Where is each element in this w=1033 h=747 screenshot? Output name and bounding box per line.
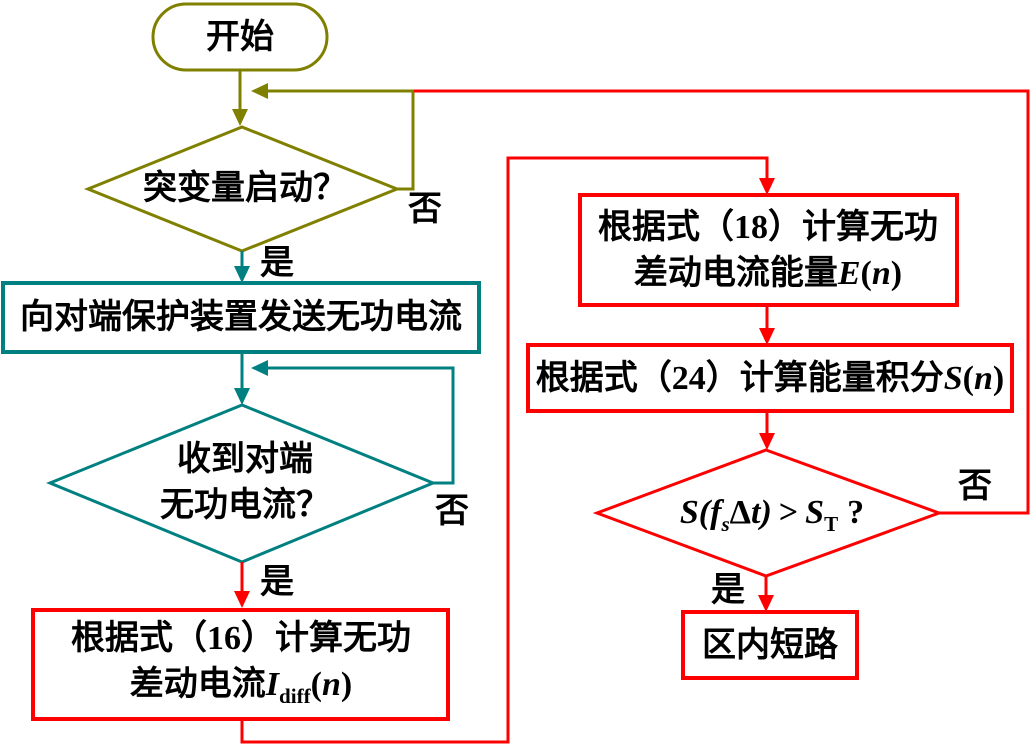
arrowhead-into-calc16-box xyxy=(234,591,250,608)
calc16-paren-close: ) xyxy=(340,666,353,703)
edge-calc16-to-calc18 xyxy=(240,156,769,744)
calc24-box xyxy=(526,343,1014,413)
threshold-var-s2: S xyxy=(805,494,825,532)
arrowhead-into-send-box xyxy=(234,266,250,283)
calc16-paren-open: ( xyxy=(310,666,322,703)
receive-decision-line2: 无功电流？ xyxy=(160,487,330,524)
calc18-paren-close: ) xyxy=(890,255,903,292)
calc24-label: 根据式（24）计算能量积分S(n) xyxy=(536,356,1005,402)
threshold-var-f: f xyxy=(710,494,722,532)
calc16-variable: I xyxy=(265,666,280,703)
calc18-paren-open: ( xyxy=(860,255,872,292)
calc16-line2-text: 差动电流 xyxy=(129,666,266,703)
startup-yes-label: 是 xyxy=(260,245,294,283)
arrowhead-into-threshold-diamond xyxy=(759,433,775,450)
startup-decision-label: 突变量启动？ xyxy=(143,170,347,208)
calc16-line1: 根据式（16）计算无功 xyxy=(71,620,411,658)
edge-startup-no-loop xyxy=(257,89,415,191)
threshold-gt-operator: > xyxy=(778,494,799,532)
calc24-paren-close: ) xyxy=(992,360,1005,398)
calc18-line2-text: 差动电流能量 xyxy=(633,255,838,292)
inzone-fault-box xyxy=(681,610,859,680)
calc18-label: 根据式（18）计算无功 差动电流能量E(n) xyxy=(598,205,938,297)
calc16-variable-subscript: diff xyxy=(279,683,311,708)
threshold-paren-close: ) xyxy=(760,494,772,532)
calc24-argument: n xyxy=(974,360,993,398)
edge-receive-no-loop xyxy=(257,366,455,485)
receive-no-label: 否 xyxy=(435,493,469,531)
startup-no-label: 否 xyxy=(408,191,442,229)
arrowhead-into-inzone-box xyxy=(758,595,774,612)
receive-decision-label: 收到对端 无功电流？ xyxy=(160,437,330,529)
arrowhead-into-startup-diamond xyxy=(232,109,248,126)
calc24-paren-open: ( xyxy=(962,360,974,398)
calc18-argument: n xyxy=(871,255,891,292)
calc16-label: 根据式（16）计算无功 差动电流Idiff(n) xyxy=(71,616,411,708)
start-label: 开始 xyxy=(206,19,274,57)
threshold-decision-label: S(fsΔt)>ST? xyxy=(680,490,864,536)
threshold-s2-subscript: T xyxy=(824,511,839,536)
arrowhead-into-receive-diamond xyxy=(234,388,250,405)
edge-threshold-no-return xyxy=(414,89,1030,515)
calc18-line2: 差动电流能量E(n) xyxy=(598,251,938,297)
arrowhead-no-loop-left xyxy=(251,83,268,99)
inzone-fault-label: 区内短路 xyxy=(702,627,838,665)
calc24-text: 根据式（24）计算能量积分 xyxy=(535,360,944,398)
calc16-line2: 差动电流Idiff(n) xyxy=(71,662,411,708)
threshold-delta: Δ xyxy=(729,494,751,532)
arrowhead-into-calc24-box xyxy=(759,328,775,345)
calc18-line1: 根据式（18）计算无功 xyxy=(598,209,938,247)
threshold-var-t: t xyxy=(750,494,761,532)
threshold-yes-label: 是 xyxy=(711,572,745,610)
receive-decision-line1: 收到对端 xyxy=(177,441,313,479)
threshold-f-subscript: s xyxy=(721,511,730,536)
arrowhead-receive-no-left xyxy=(251,360,268,376)
receive-yes-label: 是 xyxy=(260,564,294,602)
threshold-no-label: 否 xyxy=(958,468,992,506)
threshold-question-mark: ? xyxy=(847,494,865,532)
calc16-argument: n xyxy=(321,666,341,703)
calc18-variable: E xyxy=(837,255,861,292)
threshold-var-s1: S xyxy=(679,494,699,532)
calc24-variable: S xyxy=(943,360,963,398)
arrowhead-into-calc18-box xyxy=(759,178,775,195)
send-current-label: 向对端保护装置发送无功电流 xyxy=(20,299,462,337)
threshold-paren-open: ( xyxy=(698,494,711,532)
